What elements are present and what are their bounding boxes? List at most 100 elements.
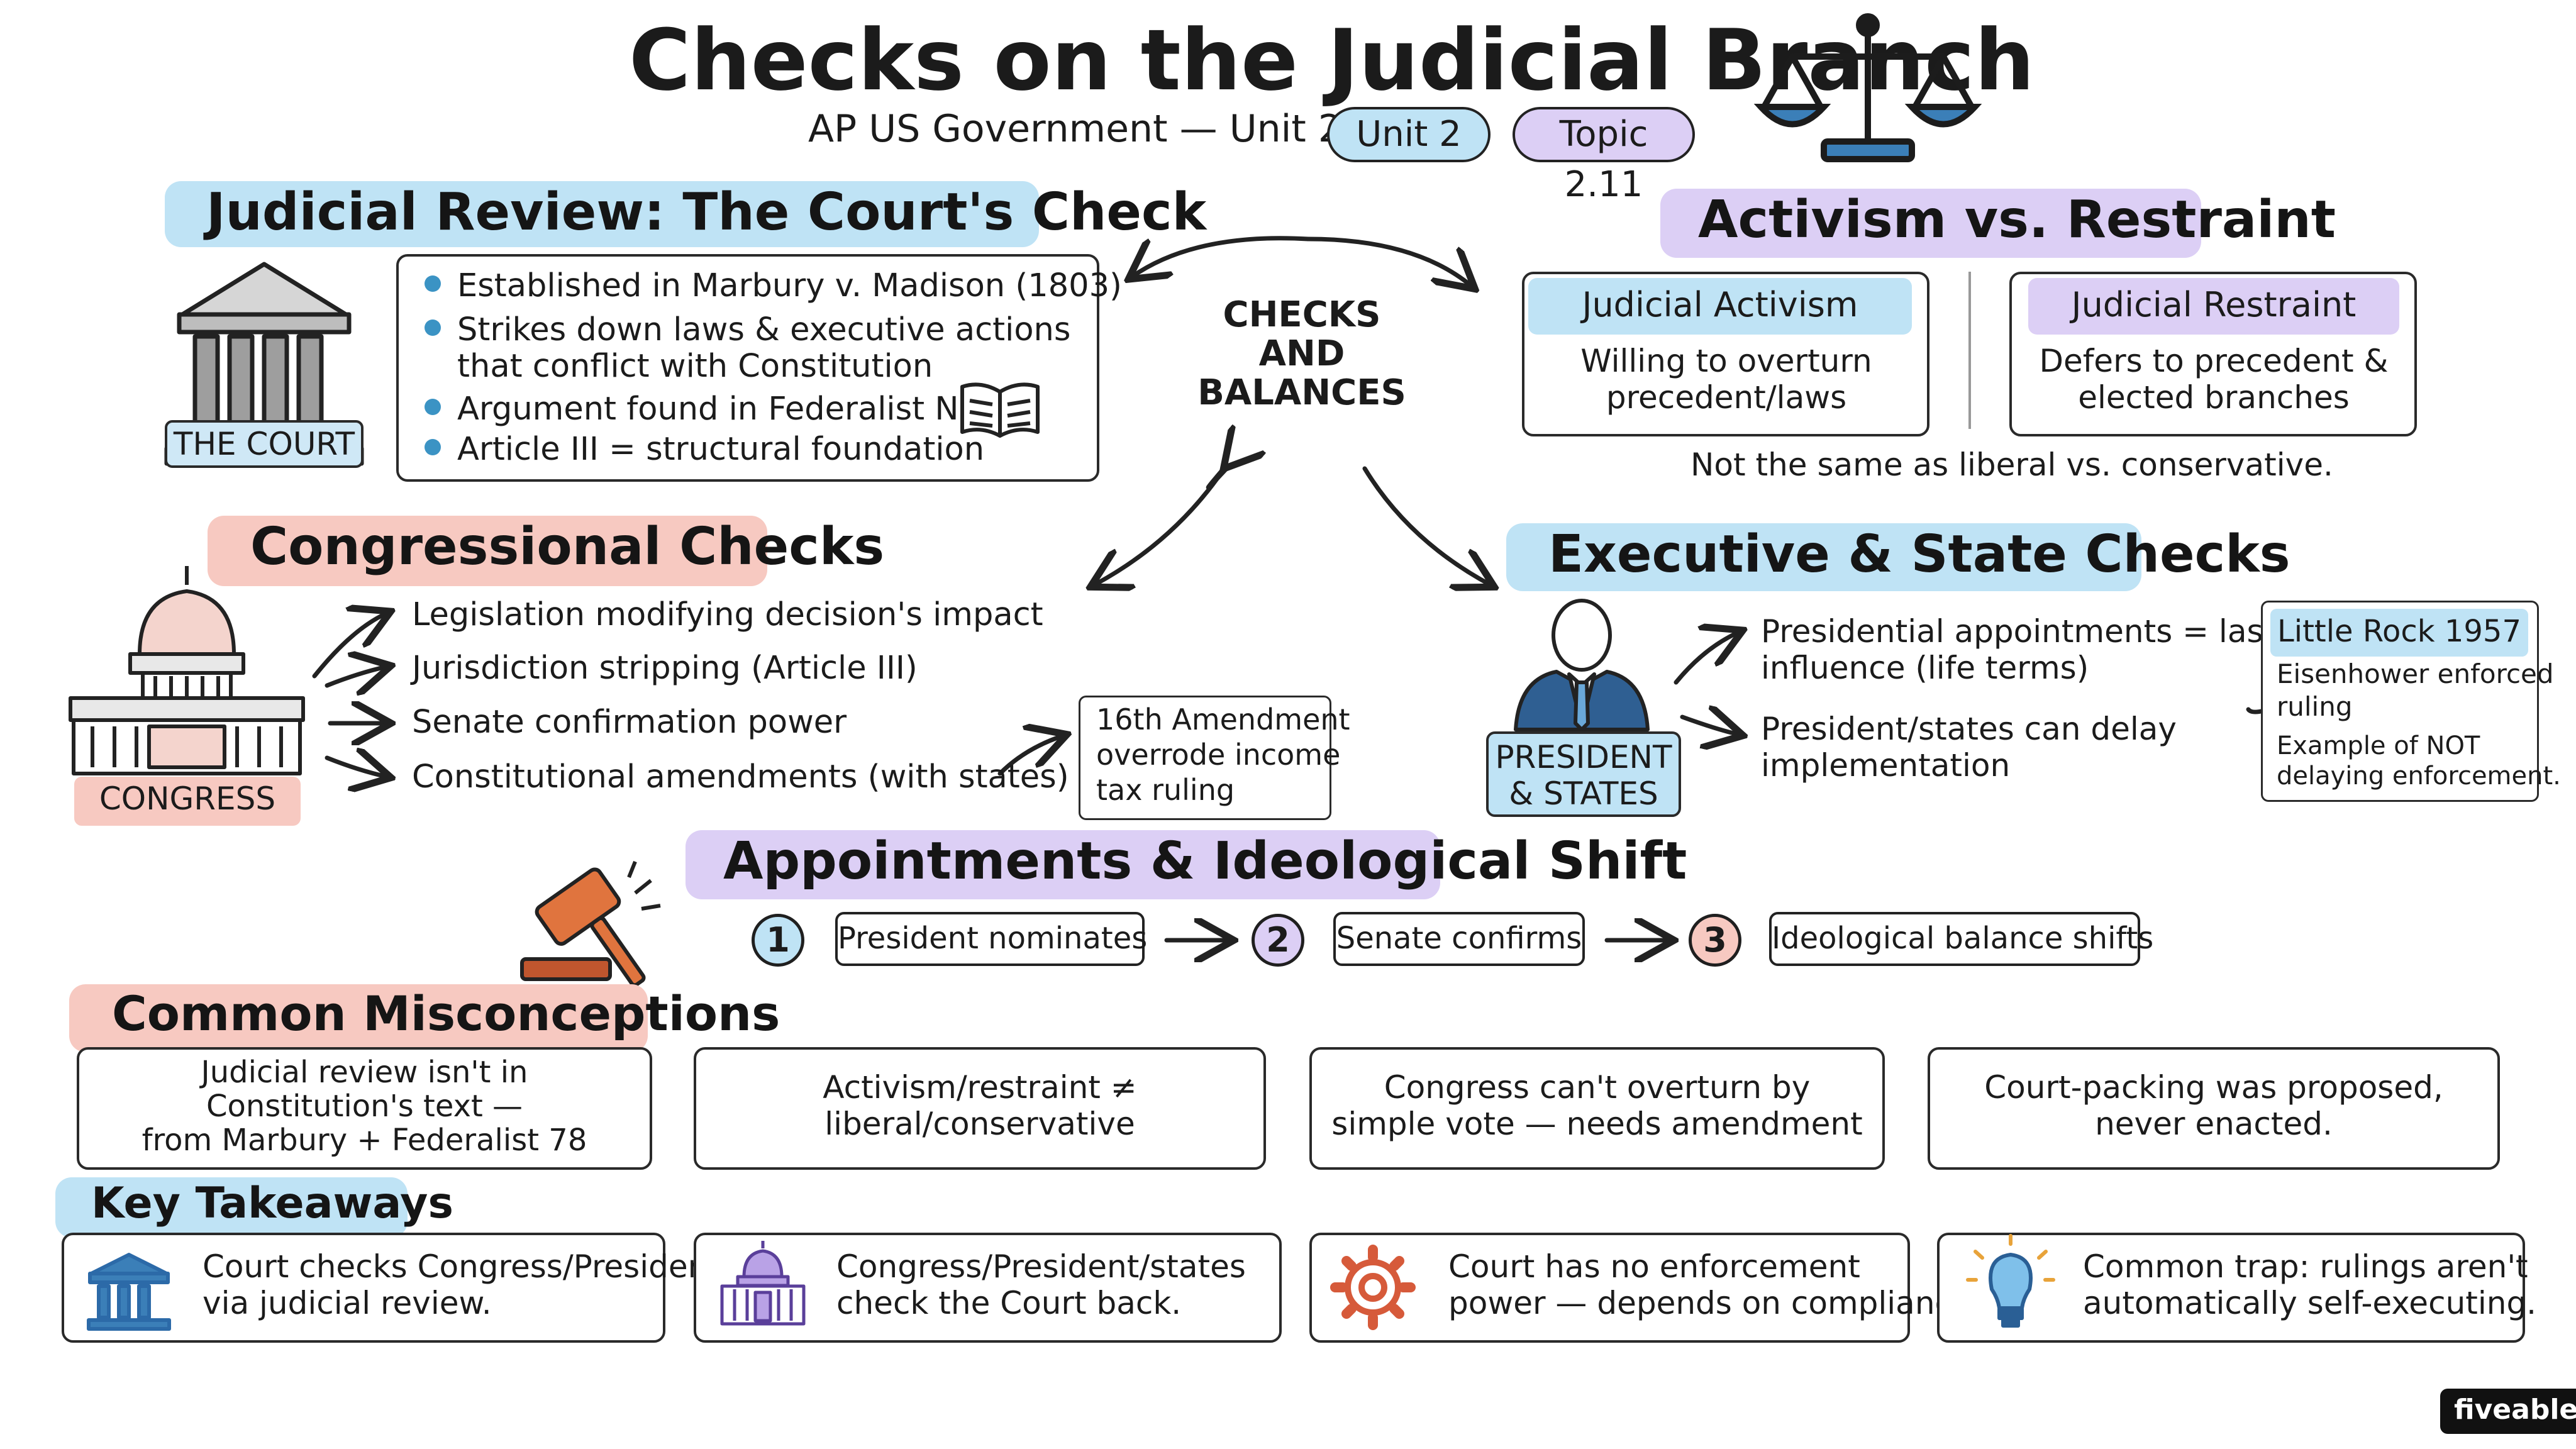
misconception-1-line-1: Judicial review isn't in [201, 1055, 528, 1090]
amendment-line-2: overrode income [1096, 738, 1341, 772]
takeaway-4-text: Common trap: rulings aren't automaticall… [2083, 1248, 2536, 1321]
step-3-label: Ideological balance shifts [1769, 912, 2153, 966]
executive-item-1: Presidential appointments = lasting infl… [1761, 613, 2324, 686]
president-label-2: & STATES [1509, 775, 1658, 812]
president-label-1: PRESIDENT [1495, 739, 1672, 775]
misconception-4-line-1: Court-packing was proposed, [1984, 1069, 2443, 1106]
takeaway-4-line-1: Common trap: rulings aren't [2083, 1248, 2528, 1285]
center-line-2: AND [1258, 333, 1345, 374]
congress-item-2: Jurisdiction stripping (Article III) [412, 650, 918, 687]
bullet-dot [425, 319, 441, 336]
misconception-1-line-3: from Marbury + Federalist 78 [142, 1123, 587, 1158]
judicial-review-box [396, 254, 1099, 482]
bullet-dot [425, 439, 441, 455]
takeaway-3-line-1: Court has no enforcement [1448, 1248, 1860, 1285]
misconception-3-line-1: Congress can't overturn by [1384, 1069, 1811, 1106]
congress-highlight [208, 516, 767, 586]
misconception-card-3 [1309, 1047, 1885, 1170]
amendment-example-box [1079, 696, 1331, 820]
takeaway-2-line-2: check the Court back. [836, 1285, 1182, 1321]
congress-item-1: Legislation modifying decision's impact [412, 596, 1043, 633]
bullet-dot [425, 399, 441, 415]
amendment-example-text: 16th Amendment overrode income tax rulin… [1096, 702, 1350, 808]
little-rock-note: Example of NOT delaying enforcement. [2277, 731, 2561, 791]
takeaways-heading: Key Takeaways [91, 1179, 453, 1228]
center-line-3: BALANCES [1197, 372, 1406, 413]
misconception-2-text: Activism/restraint ≠ liberal/conservativ… [694, 1069, 1266, 1142]
activism-heading: Activism vs. Restraint [1698, 190, 2336, 250]
page-subtitle: AP US Government — Unit 2 [808, 107, 1343, 151]
congress-heading: Congressional Checks [250, 517, 885, 577]
judicial-review-heading: Judicial Review: The Court's Check [206, 182, 1207, 242]
jr-bullet-1: Established in Marbury v. Madison (1803) [425, 265, 1122, 307]
takeaway-2-text: Congress/President/states check the Cour… [836, 1248, 1246, 1321]
congress-item-3: Senate confirmation power [412, 704, 847, 741]
restraint-text-1: Defers to precedent & [2039, 343, 2389, 379]
takeaways-highlight [55, 1177, 408, 1238]
misconceptions-highlight [69, 984, 648, 1052]
takeaway-1-text: Court checks Congress/President via judi… [203, 1248, 720, 1321]
little-rock-text: Eisenhower enforced ruling [2277, 658, 2554, 723]
fiveable-logo: fiveable [2440, 1389, 2576, 1434]
restraint-text: Defers to precedent & elected branches [2016, 343, 2412, 416]
executive-item-1-line-2: influence (life terms) [1761, 650, 2089, 686]
takeaway-card-3 [1309, 1233, 1910, 1343]
congress-item-4: Constitutional amendments (with states) [412, 758, 1069, 796]
takeaway-card-4 [1937, 1233, 2525, 1343]
restraint-text-2: elected branches [2078, 379, 2350, 416]
misconception-2-line-2: liberal/conservative [824, 1106, 1135, 1142]
takeaway-1-line-1: Court checks Congress/President [203, 1248, 720, 1285]
misconception-card-1 [77, 1047, 652, 1170]
little-rock-line-1: Eisenhower enforced [2277, 658, 2554, 689]
misconception-card-4 [1928, 1047, 2500, 1170]
little-rock-line-3: Example of NOT [2277, 731, 2480, 760]
amendment-line-1: 16th Amendment [1096, 702, 1350, 736]
activism-text: Willing to overturn precedent/laws [1528, 343, 1924, 416]
misconception-card-2 [694, 1047, 1266, 1170]
appointments-heading: Appointments & Ideological Shift [723, 831, 1687, 891]
step-2-number: 2 [1252, 914, 1304, 967]
executive-item-2-line-1: President/states can delay [1761, 711, 2177, 747]
misconception-1-text: Judicial review isn't in Constitution's … [77, 1055, 652, 1157]
executive-item-1-line-1: Presidential appointments = lasting [1761, 613, 2324, 650]
step-1-label: President nominates [835, 912, 1147, 966]
jr-bullet-2b: that conflict with Constitution [457, 348, 933, 385]
president-label: PRESIDENT & STATES [1486, 731, 1681, 817]
little-rock-title: Little Rock 1957 [2270, 609, 2528, 657]
bullet-dot [425, 275, 441, 292]
misconception-4-line-2: never enacted. [2095, 1106, 2333, 1142]
topic-badge: Topic 2.11 [1513, 107, 1695, 205]
court-label: THE COURT [165, 420, 364, 468]
takeaway-3-text: Court has no enforcement power — depends… [1448, 1248, 1982, 1321]
executive-heading: Executive & State Checks [1548, 525, 2290, 584]
misconception-2-line-1: Activism/restraint ≠ [823, 1069, 1137, 1106]
step-2-label: Senate confirms [1333, 912, 1585, 966]
activism-note: Not the same as liberal vs. conservative… [1690, 447, 2333, 483]
executive-item-2-line-2: implementation [1761, 747, 2011, 784]
jr-bullet-2: Strikes down laws & executive actions [425, 309, 1070, 351]
misconception-3-line-2: simple vote — needs amendment [1331, 1106, 1863, 1142]
activism-highlight [1660, 189, 2201, 258]
step-1-number: 1 [752, 914, 804, 967]
activism-title: Judicial Activism [1528, 278, 1912, 335]
step-3-number: 3 [1689, 914, 1741, 967]
amendment-line-3: tax ruling [1096, 773, 1235, 807]
center-line-1: CHECKS [1223, 294, 1381, 335]
page-title: Checks on the Judicial Branch [629, 11, 2035, 109]
misconception-1-line-2: Constitution's text — [206, 1089, 523, 1124]
activism-text-2: precedent/laws [1606, 379, 1847, 416]
executive-highlight [1506, 523, 2141, 591]
appointments-highlight [686, 830, 1440, 899]
jr-bullet-3: Argument found in Federalist No. 78 [425, 389, 1039, 430]
activism-text-1: Willing to overturn [1580, 343, 1872, 379]
misconception-4-text: Court-packing was proposed, never enacte… [1928, 1069, 2500, 1142]
judicial-review-highlight [165, 181, 1039, 247]
little-rock-line-4: delaying enforcement. [2277, 762, 2561, 791]
takeaway-3-line-2: power — depends on compliance. [1448, 1285, 1982, 1321]
executive-item-2: President/states can delay implementatio… [1761, 711, 2177, 784]
activism-divider [1968, 272, 1971, 429]
misconceptions-heading: Common Misconceptions [112, 985, 780, 1041]
restraint-title: Judicial Restraint [2028, 278, 2399, 335]
congress-label: CONGRESS [74, 777, 301, 826]
takeaway-1-line-2: via judicial review. [203, 1285, 492, 1321]
